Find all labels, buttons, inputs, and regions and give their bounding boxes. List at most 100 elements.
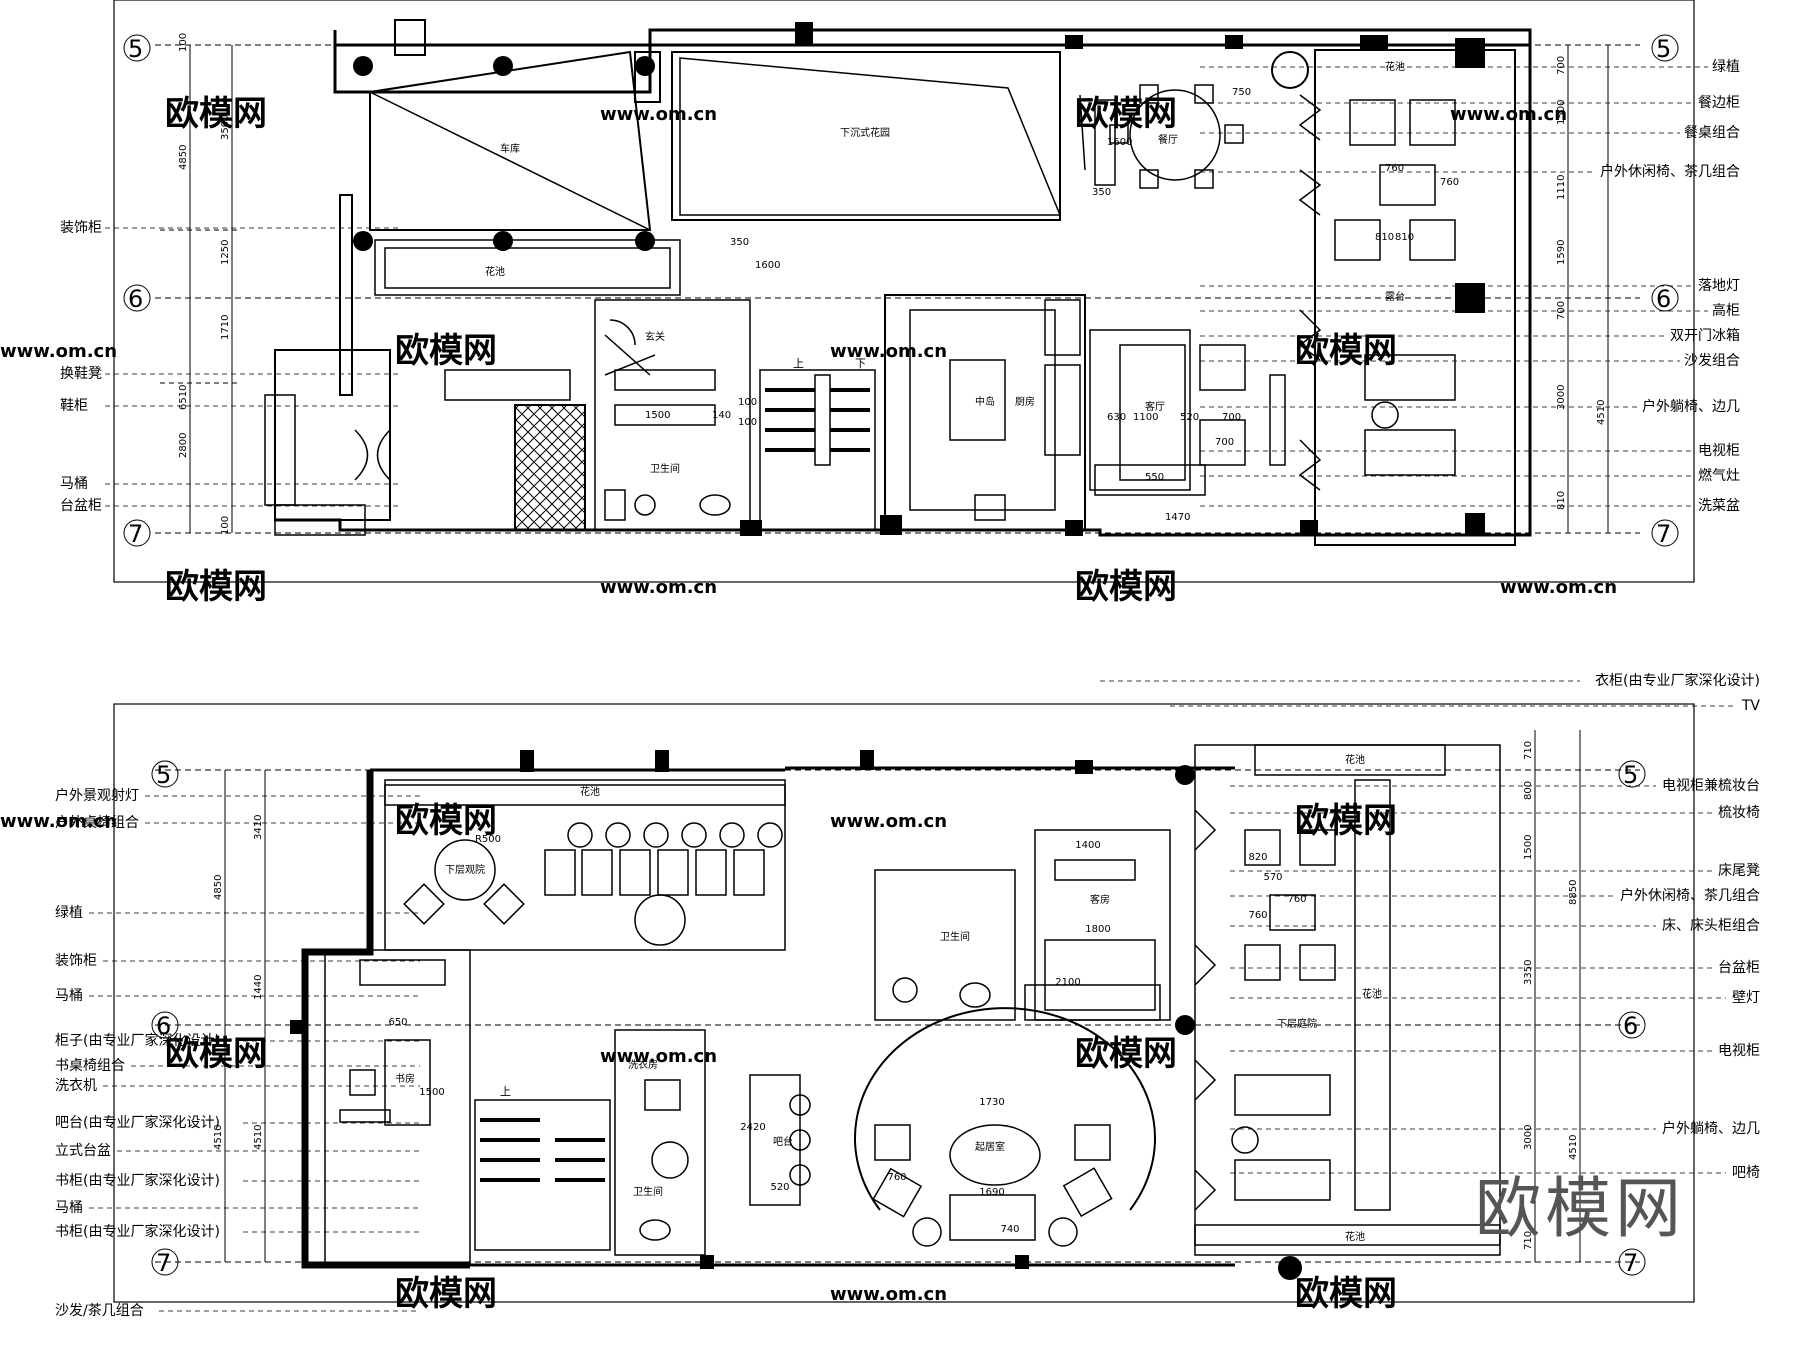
top-left-label: 台盆柜 [60, 498, 102, 514]
top-right-label: 洗菜盆 [1698, 498, 1740, 514]
bottom-plan-dimension-lines [224, 730, 1581, 1262]
bottom-left-label: 户外景观射灯 [55, 787, 139, 804]
stair-label: 上 [793, 357, 804, 370]
bottom-dimension: 740 [1000, 1224, 1019, 1235]
top-dimension: 700 [1556, 301, 1567, 320]
bottom-room-label: 花池 [1345, 1230, 1365, 1243]
watermark-logo: 欧模网 [1075, 1034, 1177, 1074]
bottom-dimension: 4850 [213, 875, 224, 900]
bottom-left-label: 户外桌椅组合 [55, 814, 139, 831]
top-dimension: 810 [1556, 491, 1567, 510]
top-dimension: 4510 [1596, 400, 1607, 425]
top-dimension: 3000 [1556, 385, 1567, 410]
top-room-label: 露台 [1385, 290, 1405, 303]
bottom-dimension: 2420 [740, 1122, 765, 1133]
bottom-dimension: 1800 [1085, 924, 1110, 935]
top-dimension: 810 [1375, 232, 1394, 243]
bottom-dimension: 1500 [1523, 835, 1534, 860]
bottom-dimension: 4510 [213, 1125, 224, 1150]
grid-marker: 7 [156, 1249, 171, 1277]
top-dimension: 100 [220, 516, 231, 535]
top-dimension: 4850 [178, 145, 189, 170]
top-dimension: 700 [1215, 437, 1234, 448]
bottom-left-label: 绿植 [55, 905, 83, 921]
top-room-label: 中岛 [975, 395, 995, 408]
top-dimension: 100 [738, 417, 757, 428]
bottom-room-label: 卫生间 [940, 930, 970, 943]
bottom-dimension: 710 [1523, 741, 1534, 760]
top-dimension: 750 [1232, 87, 1251, 98]
bottom-dimension: 760 [1287, 894, 1306, 905]
top-dimension: 3500 [220, 115, 231, 140]
top-left-label: 马桶 [60, 476, 88, 492]
bottom-left-label: 洗衣机 [55, 1078, 97, 1094]
top-right-label: 燃气灶 [1698, 467, 1740, 484]
bottom-left-label: 书桌椅组合 [55, 1058, 125, 1074]
bottom-room-label: 起居室 [975, 1140, 1005, 1153]
grid-marker: 6 [1656, 285, 1671, 313]
top-dimension: 1710 [220, 315, 231, 340]
top-dimension: 760 [1440, 177, 1459, 188]
watermark-logo: 欧模网 [1075, 567, 1177, 607]
top-room-label: 车库 [500, 142, 520, 155]
bottom-top-label: TV [1741, 698, 1761, 714]
bottom-plan-axes [155, 769, 1640, 1263]
top-room-label: 卫生间 [650, 462, 680, 475]
bottom-left-label: 装饰柜 [55, 953, 97, 969]
bottom-dimension: 2100 [1055, 977, 1080, 988]
bottom-dimension: 4510 [1568, 1135, 1579, 1160]
grid-marker: 5 [1656, 35, 1671, 63]
bottom-right-label: 电视柜 [1718, 1043, 1760, 1059]
top-dimension: 1100 [1133, 412, 1158, 423]
top-room-label: 下沉式花园 [840, 126, 890, 139]
watermark-url: www.om.cn [0, 341, 117, 362]
top-dimension: 700 [1556, 56, 1567, 75]
top-left-label: 换鞋凳 [60, 365, 102, 382]
top-right-label: 沙发组合 [1684, 353, 1740, 369]
top-dimension: 100 [738, 397, 757, 408]
top-dimension: 2800 [178, 433, 189, 458]
top-right-label: 电视柜 [1698, 443, 1740, 459]
grid-marker: 6 [128, 285, 143, 313]
bottom-dimension: 3350 [1523, 960, 1534, 985]
watermark-logo: 欧模网 [165, 1034, 267, 1074]
watermark-logo: 欧模网 [1295, 1274, 1397, 1314]
bottom-dimension: 710 [1523, 1231, 1534, 1250]
top-room-label: 厨房 [1015, 395, 1035, 408]
bottom-left-label: 马桶 [55, 1200, 83, 1216]
bottom-floor-plan [113, 703, 1695, 1303]
watermark-url: www.om.cn [830, 341, 947, 362]
bottom-room-label: 吧台 [773, 1135, 793, 1148]
top-right-label: 餐边柜 [1698, 95, 1740, 111]
top-dimension: 1590 [1556, 240, 1567, 265]
bottom-dimension: 650 [388, 1017, 407, 1028]
top-right-label: 高柜 [1712, 302, 1740, 319]
bottom-dimension: R500 [475, 834, 501, 845]
bottom-dimension: 570 [1263, 872, 1282, 883]
grid-marker: 5 [1623, 761, 1638, 789]
top-left-label: 鞋柜 [60, 398, 88, 414]
top-right-label: 户外休闲椅、茶几组合 [1600, 163, 1740, 180]
bottom-right-label: 电视柜兼梳妆台 [1662, 778, 1760, 794]
bottom-room-label: 洗衣房 [628, 1058, 658, 1071]
bottom-dimension: 760 [887, 1172, 906, 1183]
top-floor-plan [113, 0, 1695, 583]
watermark-url: www.om.cn [0, 811, 117, 832]
watermark-logo: 欧模网 [1295, 331, 1397, 371]
top-dimension: 520 [1180, 412, 1199, 423]
bottom-left-label: 吧台(由专业厂家深化设计) [55, 1114, 220, 1131]
bottom-dimension: 1730 [979, 1097, 1004, 1108]
bottom-room-label: 花池 [1362, 987, 1382, 1000]
bottom-room-label: 卫生间 [633, 1185, 663, 1198]
bottom-right-label: 梳妆椅 [1718, 805, 1760, 821]
top-room-label: 玄关 [645, 330, 665, 343]
bottom-dimension: 3000 [1523, 1125, 1534, 1150]
bottom-dimension: 820 [1248, 852, 1267, 863]
watermark-url: www.om.cn [830, 811, 947, 832]
top-dimension: 1600 [1107, 137, 1132, 148]
bottom-room-label: 花池 [580, 785, 600, 798]
top-dimension: 630 [1107, 412, 1126, 423]
top-dimension: 140 [712, 410, 731, 421]
watermarks: 欧模网 欧模网 欧模网 欧模网 欧模网 欧模网 欧模网 欧模网 欧模网 欧模网 … [0, 94, 1617, 1314]
